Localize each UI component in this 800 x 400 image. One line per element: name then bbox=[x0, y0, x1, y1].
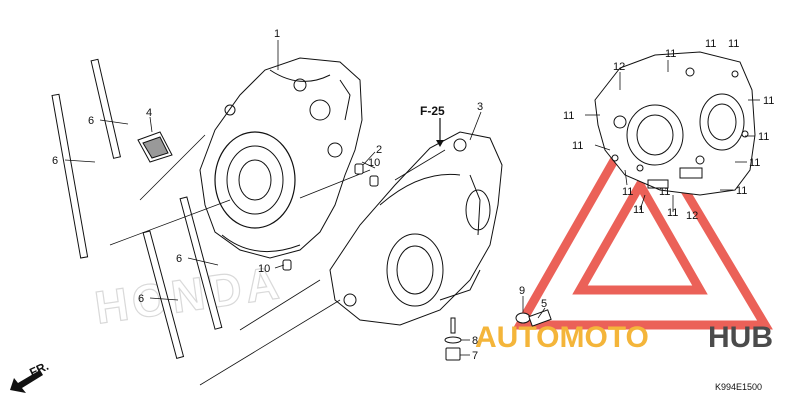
callout-label: 11 bbox=[749, 157, 760, 169]
callout-label: 10 bbox=[258, 263, 270, 275]
section-arrow-head bbox=[436, 140, 444, 147]
watermark-wordmark: AUTOMOTO HUB bbox=[475, 321, 773, 354]
center-crankcase-half bbox=[329, 131, 503, 326]
callout-label: 9 bbox=[519, 285, 525, 297]
callout-label: 4 bbox=[146, 107, 152, 119]
section-reference: F-25 bbox=[420, 104, 445, 118]
dowel-pins bbox=[282, 163, 379, 271]
watermark-brand-right: HUB bbox=[708, 321, 773, 354]
callout-label: 11 bbox=[563, 110, 574, 122]
callout-label: 11 bbox=[633, 204, 644, 216]
oil-strainer bbox=[137, 131, 173, 163]
assembly-lines bbox=[109, 134, 446, 386]
callout-label: 6 bbox=[52, 155, 58, 167]
callout-label: 3 bbox=[477, 101, 483, 113]
callout-label: 11 bbox=[736, 185, 747, 197]
callout-label: 12 bbox=[686, 210, 698, 222]
crankcase-gasket bbox=[594, 51, 756, 196]
front-direction-indicator: FR. bbox=[10, 359, 51, 393]
callout-label: 7 bbox=[472, 350, 478, 362]
callout-label: 11 bbox=[622, 186, 633, 198]
callout-label: 11 bbox=[728, 38, 739, 50]
callout-label: 10 bbox=[368, 157, 380, 169]
callout-leaders bbox=[64, 40, 760, 356]
callout-label: 6 bbox=[138, 293, 144, 305]
callout-label: 11 bbox=[659, 186, 670, 198]
callout-label: 6 bbox=[176, 253, 182, 265]
callout-label: 11 bbox=[763, 95, 774, 107]
background-brand-text: HONDA bbox=[92, 256, 286, 334]
direction-label: FR. bbox=[27, 359, 50, 380]
callout-label: 2 bbox=[376, 144, 382, 156]
callout-label: 11 bbox=[667, 207, 678, 219]
callout-label: 11 bbox=[758, 131, 769, 143]
callout-label: 11 bbox=[572, 140, 583, 152]
callout-label: 1 bbox=[274, 28, 280, 40]
catalog-code: K994E1500 bbox=[715, 382, 762, 392]
left-crankcase-half bbox=[199, 57, 363, 259]
stud-bolts bbox=[51, 58, 223, 359]
callout-numbers: 1 2 3 4 5 6 6 6 6 7 8 9 10 10 11 11 11 1… bbox=[52, 28, 774, 362]
callout-label: 5 bbox=[541, 298, 547, 310]
callout-label: 12 bbox=[613, 61, 625, 73]
watermark-brand-left: AUTOMOTO bbox=[475, 321, 649, 354]
watermark-triangle bbox=[512, 106, 773, 330]
callout-label: 11 bbox=[665, 48, 676, 60]
drain-bolt-and-washer bbox=[444, 317, 462, 361]
callout-label: 11 bbox=[705, 38, 716, 50]
oil-pressure-fitting bbox=[515, 309, 552, 327]
callout-label: 6 bbox=[88, 115, 94, 127]
callout-label: 8 bbox=[472, 335, 478, 347]
